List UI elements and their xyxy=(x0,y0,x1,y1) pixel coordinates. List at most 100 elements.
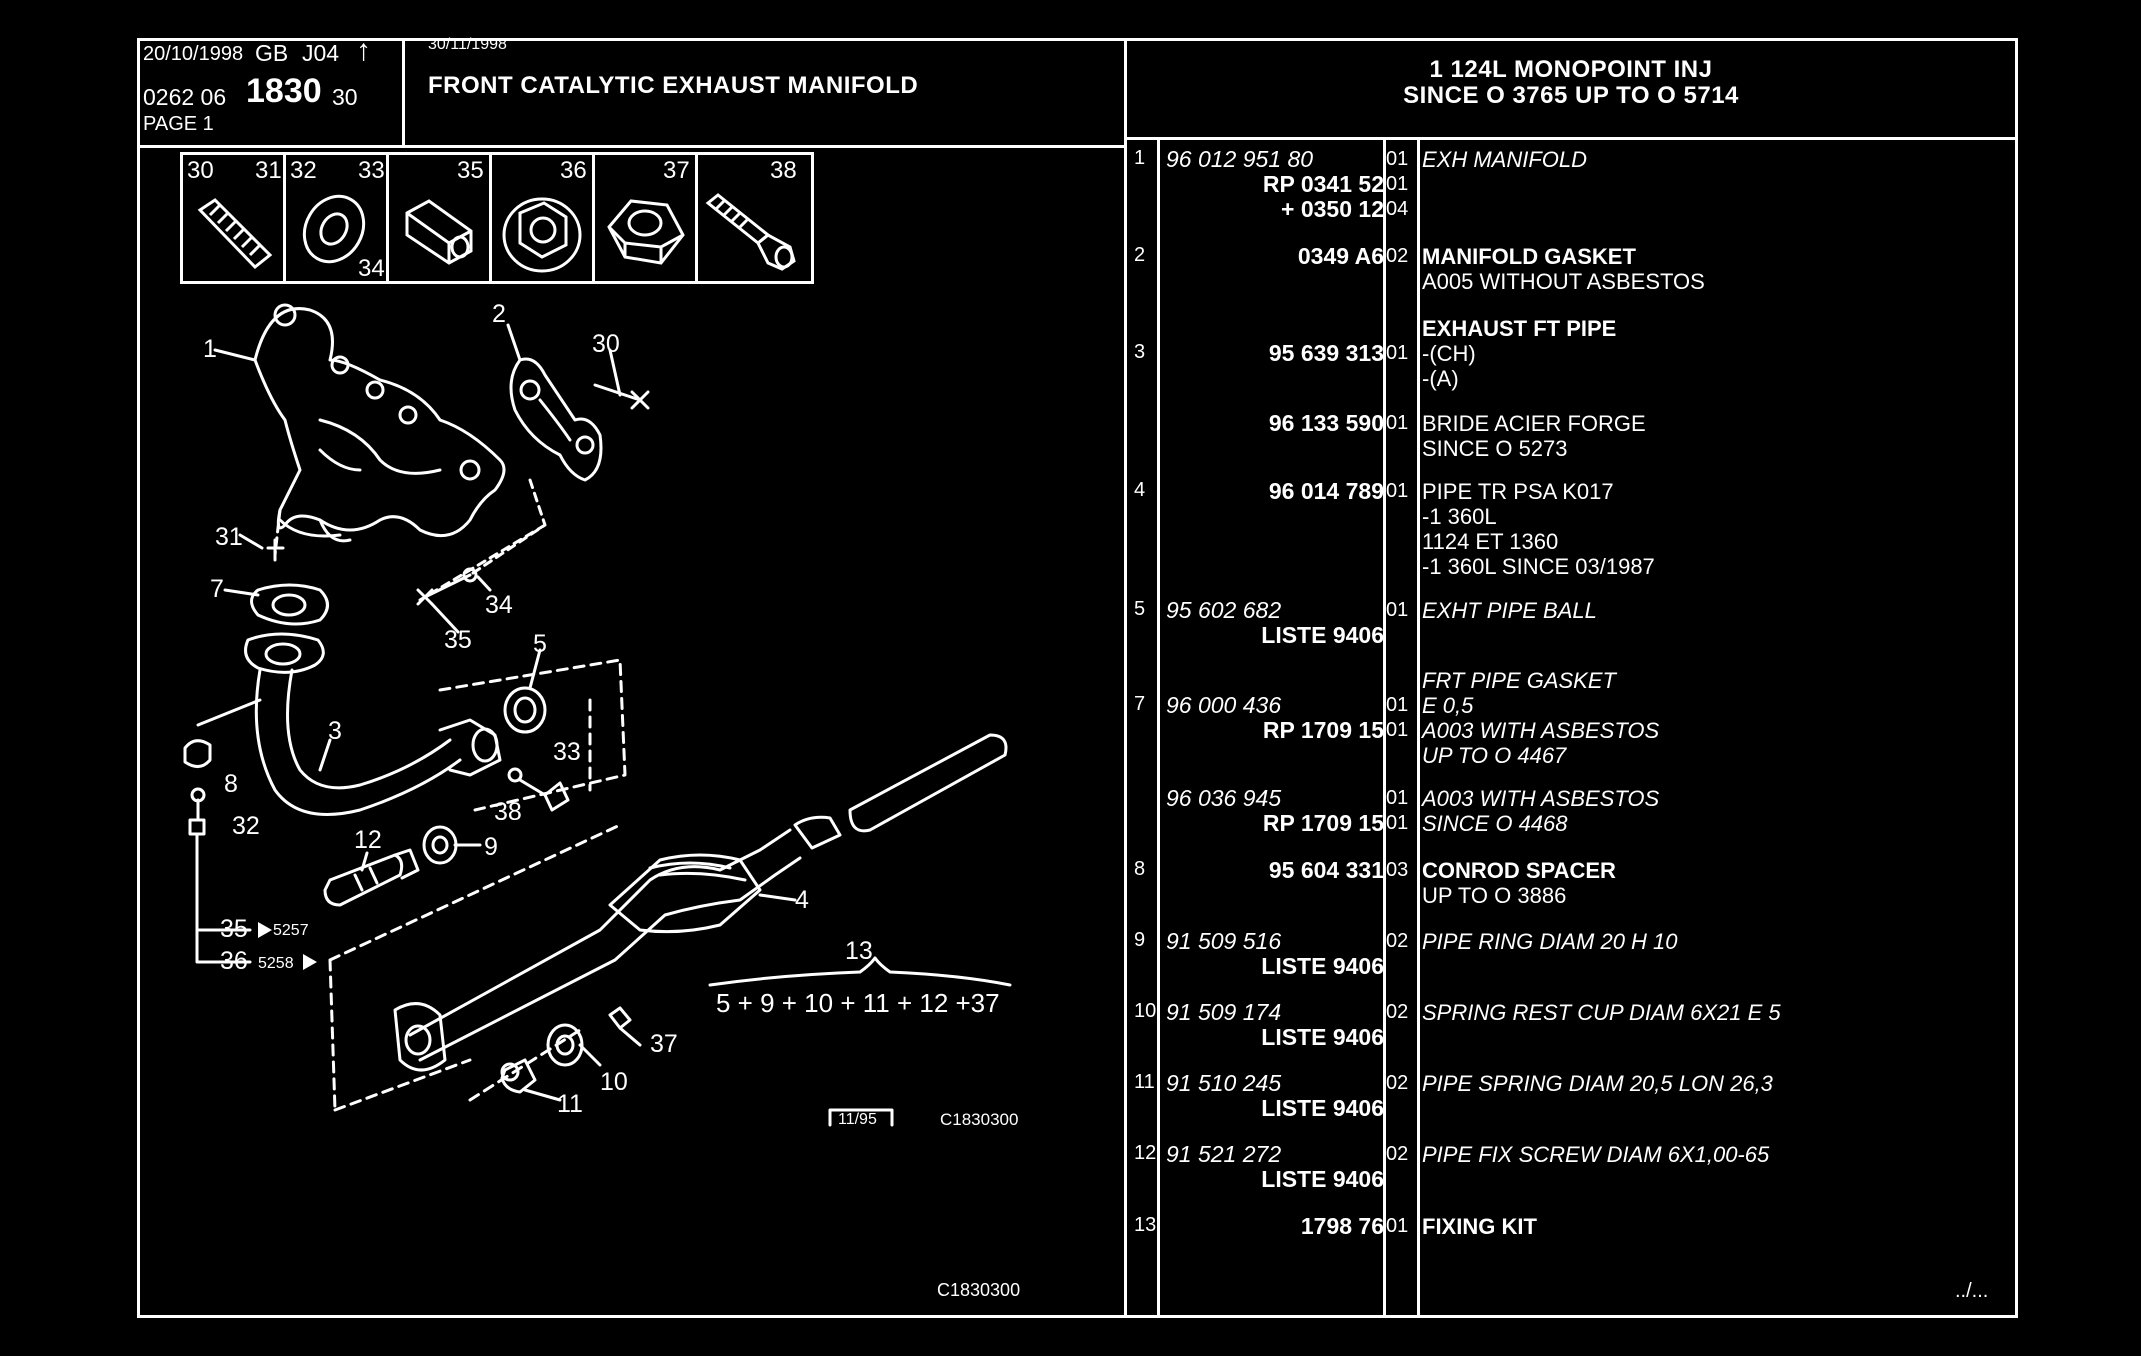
hardware-box: 30 31 32 33 34 35 36 xyxy=(180,152,814,284)
description-line: CONROD SPACER xyxy=(1422,858,1616,883)
callout-12: 12 xyxy=(354,826,382,854)
part-ref: 95 604 331 xyxy=(1268,857,1384,883)
washer-icon xyxy=(302,194,366,264)
part-description: PIPE FIX SCREW DIAM 6X1,00-65 xyxy=(1422,1142,1769,1167)
qty-value: 04 xyxy=(1386,198,1409,220)
manifold-gasket xyxy=(509,357,603,482)
part-index: 2 xyxy=(1134,244,1146,266)
divider-header xyxy=(402,38,405,146)
divider-left-right xyxy=(1124,38,1127,1318)
part-index: 1 xyxy=(1134,147,1146,169)
qty-value: 02 xyxy=(1386,930,1409,952)
description-line: A003 WITH ASBESTOS xyxy=(1422,786,1660,811)
callout-13: 13 xyxy=(845,937,873,965)
col-divider-qty xyxy=(1417,140,1420,1315)
qty-value: 03 xyxy=(1386,859,1409,881)
col-divider-ref xyxy=(1383,140,1386,1315)
front-pipe-gasket xyxy=(250,583,329,626)
callout-8: 8 xyxy=(224,770,238,798)
part-ref: 91 509 174 xyxy=(1166,999,1282,1025)
drawing-code-bottom: C1830300 xyxy=(937,1280,1021,1300)
callout-35b: 35 xyxy=(220,915,248,943)
part-ref: 96 133 590 xyxy=(1268,410,1384,436)
description-line: MANIFOLD GASKET xyxy=(1422,244,1636,269)
callout-10: 10 xyxy=(600,1068,628,1096)
description-line: E 0,5 xyxy=(1422,693,1474,718)
callout-2: 2 xyxy=(492,300,506,328)
header-page: PAGE 1 xyxy=(143,113,214,135)
hardware-cell-flange-nut: 36 xyxy=(492,155,595,281)
qty-value: 02 xyxy=(1386,1001,1409,1023)
part-index: 3 xyxy=(1134,341,1146,363)
description-line: FRT PIPE GASKET xyxy=(1422,668,1616,693)
part-index: 7 xyxy=(1134,693,1146,715)
part-index: 10 xyxy=(1134,1000,1157,1022)
qty-value: 01 xyxy=(1386,694,1409,716)
catalytic-pipe xyxy=(408,828,792,1037)
description-line: -1 360L xyxy=(1422,504,1497,529)
part-description: PIPE SPRING DIAM 20,5 LON 26,3 xyxy=(1422,1071,1773,1096)
part-qty: 01 xyxy=(1386,479,1408,504)
part-index: 13 xyxy=(1134,1214,1157,1236)
part-ref: 96 012 951 80 xyxy=(1166,146,1314,172)
hardware-cell-spacer: 35 xyxy=(389,155,492,281)
callout-34: 34 xyxy=(485,591,513,619)
hardware-cell-bolt: 38 xyxy=(698,155,811,281)
cell-num: 33 xyxy=(358,157,385,184)
part-qty: 02 xyxy=(1386,1071,1408,1096)
part-qty: 02 xyxy=(1386,929,1408,954)
part-ref: 96 014 789 xyxy=(1268,478,1384,504)
part-index: 11 xyxy=(1134,1071,1155,1093)
callout-3: 3 xyxy=(328,717,342,745)
description-line: -(CH) xyxy=(1422,341,1476,366)
drawing-code: C1830300 xyxy=(940,1110,1019,1129)
description-line: BRIDE ACIER FORGE xyxy=(1422,411,1646,436)
header-lang: GB xyxy=(255,40,289,66)
part-refs: 96 133 590 xyxy=(1166,411,1384,436)
part-index: 9 xyxy=(1134,929,1146,951)
ref-5258: 5258 xyxy=(258,955,294,972)
part-description: FIXING KIT xyxy=(1422,1214,1537,1239)
flange-nut-icon xyxy=(502,197,582,273)
divider-header-bottom-right xyxy=(1124,137,2018,140)
callout-30: 30 xyxy=(592,330,620,358)
pipe-ball xyxy=(503,686,547,734)
engine-line1: 1 124L MONOPOINT INJ xyxy=(1429,56,1713,83)
part-qty: 01 xyxy=(1386,1214,1408,1239)
callout-1: 1 xyxy=(203,335,217,363)
callout-4: 4 xyxy=(795,886,809,914)
part-index: 5 xyxy=(1134,598,1146,620)
part-ref: LISTE 9406 xyxy=(1261,1095,1384,1121)
stud-icon xyxy=(197,198,273,270)
description-line: EXHT PIPE BALL xyxy=(1422,598,1597,623)
cell-num: 30 xyxy=(187,157,214,184)
qty-value: 01 xyxy=(1386,719,1409,741)
hardware-cell-hex-nut: 37 xyxy=(595,155,698,281)
callout-7: 7 xyxy=(210,575,224,603)
part-qty: 03 xyxy=(1386,858,1408,883)
page-title: FRONT CATALYTIC EXHAUST MANIFOLD xyxy=(428,72,919,99)
qty-value: 01 xyxy=(1386,148,1409,170)
header-date1: 20/10/1998 xyxy=(143,43,244,65)
callout-38: 38 xyxy=(494,798,522,826)
callout-32: 32 xyxy=(232,812,260,840)
description-line: UP TO O 4467 xyxy=(1422,743,1567,768)
part-ref: 91 510 245 xyxy=(1166,1070,1282,1096)
part-description: PIPE RING DIAM 20 H 10 xyxy=(1422,929,1678,954)
ref-5257: 5257 xyxy=(273,922,309,939)
hardware-cell-stud: 30 31 xyxy=(183,155,286,281)
part-ref: + 0350 12 xyxy=(1281,196,1384,222)
description-line: A003 WITH ASBESTOS xyxy=(1422,718,1660,743)
